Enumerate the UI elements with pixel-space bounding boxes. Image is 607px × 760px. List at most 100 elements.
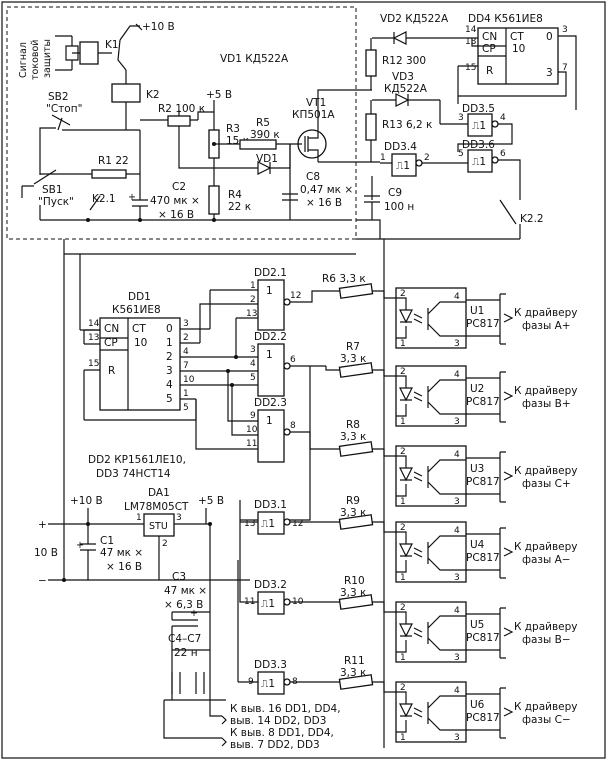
- c4c7-label: C4–C7: [168, 633, 201, 645]
- note-gnd-2: выв. 7 DD2, DD3: [230, 739, 320, 751]
- svg-text:2: 2: [166, 351, 173, 363]
- sb1-sub: "Пуск": [38, 196, 74, 208]
- svg-text:5: 5: [183, 403, 189, 413]
- dd1-counter: DD1 К561ИЕ8 CN CP R CT 10 14 13 15 0 1 2…: [63, 239, 356, 580]
- svg-text:12: 12: [290, 291, 301, 301]
- dd2-1-gate: [257, 279, 285, 331]
- dd3-2-label: DD3.2: [254, 579, 287, 591]
- c8-label: C8: [306, 171, 320, 183]
- dd2-2-gate: [257, 343, 285, 397]
- opto-type: PC817: [466, 552, 500, 564]
- dd1-r: R: [108, 365, 115, 377]
- opto-pin-2: 2: [400, 523, 406, 533]
- svg-text:5: 5: [250, 373, 256, 383]
- dd1-chip: [99, 317, 181, 411]
- svg-text:1: 1: [380, 153, 386, 163]
- opto-pin-4: 4: [454, 526, 460, 536]
- opto-pin-2: 2: [400, 683, 406, 693]
- svg-text:4: 4: [183, 347, 189, 357]
- opto-pin-2: 2: [400, 603, 406, 613]
- c2-capacitor: [132, 199, 148, 220]
- svg-text:13: 13: [244, 519, 255, 529]
- sb1-label: SB1: [42, 184, 63, 196]
- dd4-cn: CN: [482, 31, 497, 43]
- svg-text:1: 1: [166, 337, 173, 349]
- svg-text:6: 6: [500, 149, 506, 159]
- opto-name: U4: [470, 539, 485, 551]
- dd3-1-label: DD3.1: [254, 499, 287, 511]
- svg-text:1: 1: [266, 285, 273, 297]
- svg-text:10: 10: [246, 425, 258, 435]
- vt1-transistor: [297, 129, 327, 159]
- opto-phase: фазы А+: [522, 320, 571, 332]
- c1-capacitor: [80, 524, 96, 580]
- resistor-bank: R6 3,3 к R7 3,3 к R8 3,3 к R9 3,3 к R10 …: [322, 273, 374, 690]
- r10-resistor: [338, 594, 374, 610]
- c1-label: C1: [100, 535, 114, 547]
- ic-types-2: DD3 74НСТ14: [96, 468, 171, 480]
- dd3-gates: DD3.1 ⎍1 13 12 DD3.2 ⎍1 11 10 DD3.3 ⎍1 9…: [237, 499, 340, 695]
- svg-text:7: 7: [183, 361, 189, 371]
- opto-type: PC817: [466, 476, 500, 488]
- svg-text:3,3 к: 3,3 к: [340, 431, 366, 443]
- opto-name: U1: [470, 305, 484, 317]
- r4-val: 22 к: [228, 201, 251, 213]
- dd2-1-label: DD2.1: [254, 267, 287, 279]
- c9-capacitor: [364, 176, 380, 220]
- dd4-cp: CP: [482, 43, 496, 55]
- opto-pin-3: 3: [454, 733, 460, 743]
- dd3-6-label: DD3.6: [462, 139, 495, 151]
- dd3-5-label: DD3.5: [462, 103, 495, 115]
- opto-type: PC817: [466, 632, 500, 644]
- opto-name: U2: [470, 383, 484, 395]
- opto-dest: К драйверу: [514, 621, 578, 633]
- opto-pin-3: 3: [454, 339, 460, 349]
- da1-type: LM78M05CT: [124, 501, 189, 513]
- c8-capacitor: [282, 144, 298, 220]
- k1-supply: +10 В: [142, 21, 175, 33]
- c3-val2: × 6,3 В: [164, 599, 203, 611]
- c2-val1: 470 мк ×: [150, 195, 200, 207]
- vt1-label: VT1: [306, 97, 326, 109]
- svg-text:0: 0: [166, 323, 173, 335]
- r13-resistor: [365, 113, 377, 141]
- r2-potentiometer[interactable]: [167, 115, 191, 127]
- r12-resistor: [365, 49, 377, 77]
- power-supply: + − 10 В +10 В + C1 47 мк × × 16 В DA1 L…: [34, 487, 341, 751]
- sb1-switch[interactable]: [21, 169, 57, 198]
- r7-label: R7: [346, 341, 360, 353]
- r8-label: R8: [346, 419, 360, 431]
- note-gnd-1: К выв. 8 DD1, DD4,: [230, 727, 334, 739]
- dd1-name: DD1: [128, 291, 151, 303]
- svg-text:10: 10: [183, 375, 195, 385]
- opto-pin-2: 2: [400, 289, 406, 299]
- dd1-ct: CT: [132, 323, 146, 335]
- c8-val1: 0,47 мк ×: [300, 184, 353, 196]
- svg-text:1: 1: [266, 349, 273, 361]
- svg-text:8: 8: [290, 421, 296, 431]
- svg-text:1: 1: [266, 415, 273, 427]
- protection-module-border: [6, 6, 357, 240]
- opto-pin-4: 4: [454, 292, 460, 302]
- opto-phase: фазы В−: [522, 634, 571, 646]
- r5-label: R5: [256, 117, 270, 129]
- r9-label: R9: [346, 495, 360, 507]
- svg-text:3: 3: [166, 365, 173, 377]
- opto-pin-2: 2: [400, 447, 406, 457]
- dd4-title: DD4 К561ИЕ8: [468, 13, 543, 25]
- svg-text:3: 3: [250, 345, 256, 355]
- opto-pin-3: 3: [454, 417, 460, 427]
- r3-label: R3: [226, 123, 240, 135]
- opto-pin-1: 1: [400, 653, 406, 663]
- r10-label: R10: [344, 575, 365, 587]
- c4c7-val: 22 н: [174, 647, 198, 659]
- svg-text:⎍1: ⎍1: [261, 678, 275, 690]
- k2-2-label: K2.2: [520, 213, 544, 225]
- opto-pin-2: 2: [400, 367, 406, 377]
- plus5-label: +5 В: [198, 495, 224, 507]
- svg-text:15: 15: [465, 63, 476, 73]
- sb2-switch[interactable]: [39, 114, 71, 150]
